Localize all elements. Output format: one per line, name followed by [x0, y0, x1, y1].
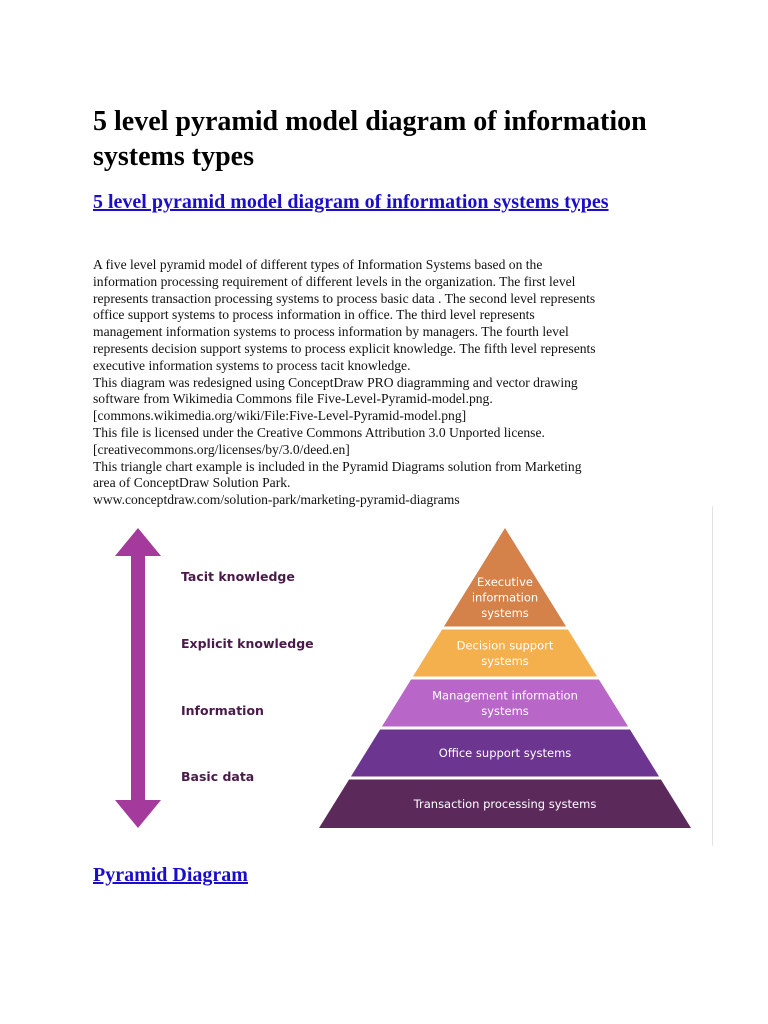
pyramid-level-4 [350, 729, 660, 777]
pyramid-level-label: Decision support [457, 638, 554, 652]
pyramid-level-label: Transaction processing systems [413, 797, 597, 811]
description-line: A five level pyramid model of different … [93, 257, 543, 272]
pyramid-level-5 [319, 779, 691, 828]
pyramid-level-label: Office support systems [439, 746, 572, 760]
article-title-link[interactable]: 5 level pyramid model diagram of informa… [93, 191, 609, 213]
description-line: This diagram was redesigned using Concep… [93, 374, 578, 390]
pyramid-level-label: systems [481, 704, 529, 718]
description-line: represents transaction processing system… [93, 290, 596, 306]
knowledge-label: Explicit knowledge [181, 636, 314, 651]
pyramid-level-3 [381, 679, 629, 727]
knowledge-label: Basic data [181, 769, 254, 784]
description-line: represents decision support systems to p… [93, 340, 596, 356]
page-title: 5 level pyramid model diagram of informa… [93, 106, 647, 172]
description-line: www.conceptdraw.com/solution-park/market… [93, 492, 460, 508]
description-line: This file is licensed under the Creative… [93, 424, 545, 440]
description-line: This triangle chart example is included … [93, 458, 582, 474]
figure-edge-divider [712, 506, 713, 846]
pyramid-level-label: Executive [477, 575, 533, 589]
pyramid-level-2 [412, 629, 598, 677]
pyramid-level-label: Management information [432, 688, 578, 702]
description-line: software from Wikimedia Commons file Fiv… [93, 391, 493, 407]
description-line: [commons.wikimedia.org/wiki/File:Five-Le… [93, 408, 467, 424]
description-line: office support systems to process inform… [93, 307, 535, 323]
description-line: executive information systems to process… [93, 357, 411, 373]
pyramid-level-label: systems [481, 606, 529, 620]
description-line: [creativecommons.org/licenses/by/3.0/dee… [93, 441, 350, 457]
pyramid-level-1 [443, 528, 567, 627]
double-arrow-icon [115, 528, 161, 828]
knowledge-label: Tacit knowledge [181, 569, 295, 584]
pyramid-level-label: information [472, 590, 538, 604]
knowledge-label: Information [181, 703, 264, 718]
description-line: information processing requirement of di… [93, 273, 576, 289]
description-line: area of ConceptDraw Solution Park. [93, 475, 291, 491]
pyramid-level-label: systems [481, 654, 529, 668]
description-line: management information systems to proces… [93, 324, 569, 340]
pyramid-diagram-link[interactable]: Pyramid Diagram [93, 864, 248, 886]
article-description: A five level pyramid model of different … [93, 257, 693, 509]
